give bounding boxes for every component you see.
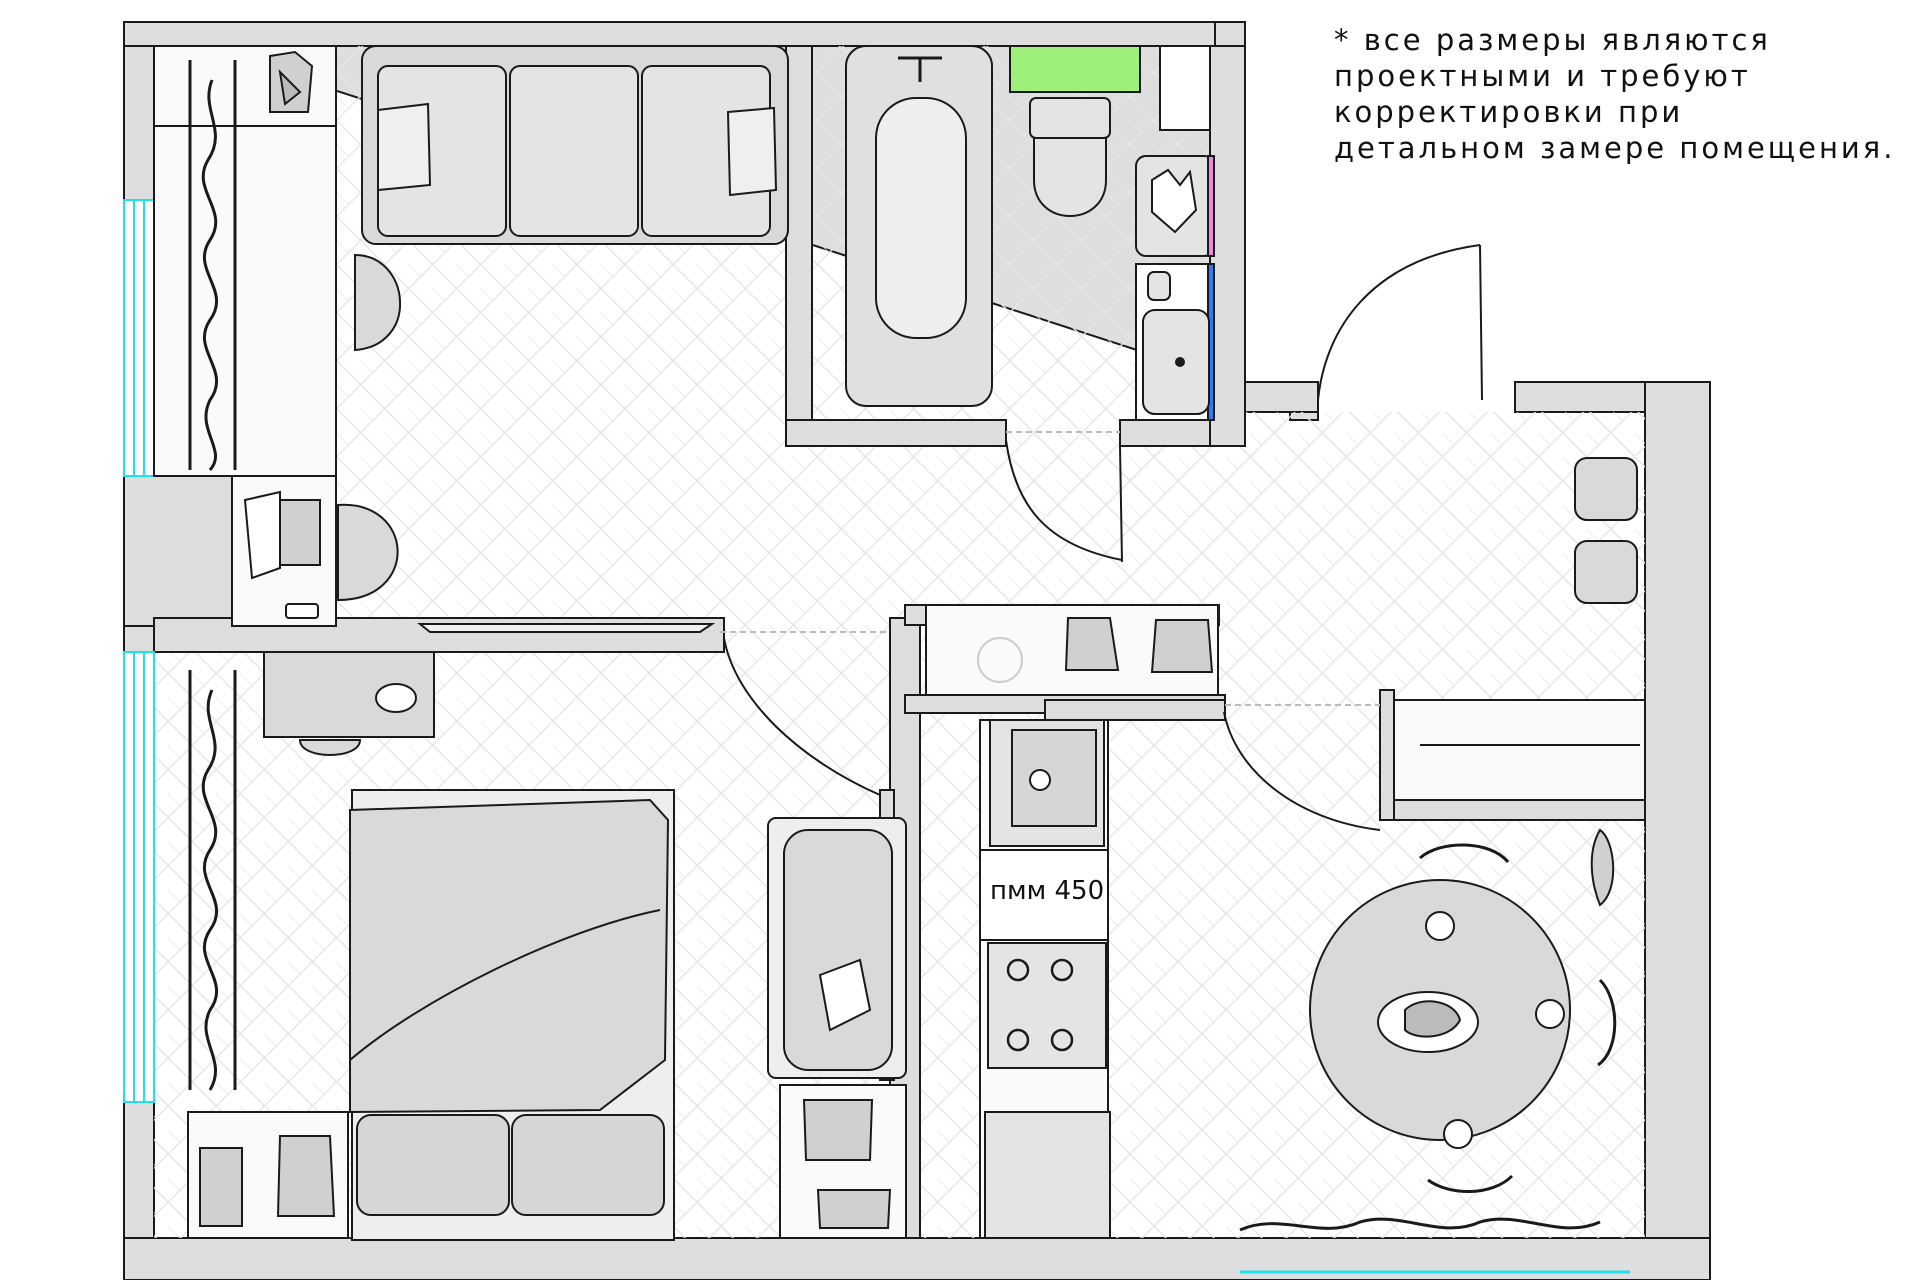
- pillow-1: [356, 1114, 510, 1216]
- bathroom: [845, 45, 1215, 421]
- sweater-icon-2: [1150, 619, 1214, 673]
- clothes-icon-4: [816, 1189, 892, 1229]
- cat-lying-icon: [1590, 828, 1615, 907]
- cooktop: [987, 942, 1107, 1069]
- chair-top: [354, 253, 402, 352]
- note-line-1: * все размеры являются: [1334, 23, 1771, 57]
- hallway: [925, 457, 1646, 801]
- bunny-icon: [375, 683, 417, 713]
- note-line-4: детальном замере помещения.: [1334, 131, 1896, 165]
- storage-left: [153, 125, 337, 477]
- bathroom-door: [1005, 439, 1123, 561]
- interior-walls: [123, 45, 1646, 1239]
- coat-rack-top: [188, 60, 237, 472]
- green-panel: [1009, 45, 1141, 93]
- bedroom-door: [723, 637, 881, 796]
- clothes-icon-3: [802, 1099, 874, 1161]
- toy-bunny-icon: [818, 958, 872, 1032]
- burner-icons: [1006, 958, 1074, 1052]
- cabinet: [1159, 45, 1211, 131]
- robot-vacuum-icon: [977, 637, 1023, 683]
- window-left-top: [123, 199, 155, 477]
- window-left-bottom: [123, 651, 155, 1103]
- kitchen: [979, 719, 1617, 1239]
- entrance-door: [1317, 244, 1481, 401]
- toilet: [1029, 97, 1111, 217]
- note-line-2: проектными и требуют: [1334, 59, 1751, 93]
- plates: [1425, 911, 1565, 1149]
- radiator: [1239, 1217, 1601, 1232]
- chair-bottom: [337, 503, 399, 602]
- dining-table: [1309, 879, 1571, 1141]
- duvet: [349, 798, 670, 1114]
- sweater-icon-1: [1064, 617, 1120, 671]
- sofa-pillow-left: [377, 102, 432, 192]
- bathrobe-icon: [269, 50, 314, 113]
- pillow-2: [511, 1114, 665, 1216]
- sofa-pillow-right: [726, 106, 778, 197]
- dining-chairs: [1418, 843, 1617, 1193]
- note-text: * все размеры являются проектными и треб…: [1334, 22, 1914, 166]
- toothbrush-cup: [1147, 271, 1171, 301]
- doors: [720, 244, 1483, 831]
- kitchen-door: [1223, 711, 1381, 831]
- duvet-fold: [349, 909, 661, 1061]
- coat-rack-hallway: [1393, 699, 1646, 801]
- clothes-icon-1: [199, 1147, 243, 1227]
- living-room: [153, 45, 789, 633]
- dishwasher-label: пмм 450: [990, 876, 1105, 906]
- laptop-icon: [243, 490, 321, 580]
- tv-stand: [417, 623, 716, 633]
- tap-icon: [898, 56, 942, 82]
- phone-icon: [285, 603, 319, 619]
- oven: [984, 1111, 1111, 1239]
- coat-rack-bedroom: [188, 670, 237, 1091]
- dishwasher: [979, 849, 1109, 941]
- pouf-2: [1574, 540, 1638, 604]
- pouf-1: [1574, 457, 1638, 521]
- cat-icon: [1151, 168, 1198, 234]
- bedroom: [187, 651, 907, 1241]
- chair-bedroom: [298, 739, 362, 756]
- note-line-3: корректировки при: [1334, 95, 1684, 129]
- clothes-icon-2: [276, 1135, 336, 1217]
